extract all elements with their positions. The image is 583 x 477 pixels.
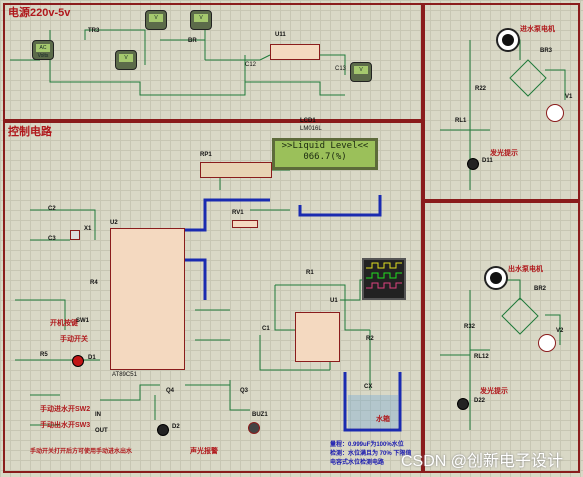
resistor-pack-rp1 [200,162,272,178]
inlet-pump-motor [496,28,520,52]
right-bottom-frame [423,201,580,473]
d22-label: D22 [474,398,486,404]
d2-label: D2 [172,424,180,430]
c2-label: C2 [48,206,56,212]
mcu-ref-label: U2 [110,220,118,226]
lcd-line-2: 066.7(%) [303,152,347,162]
alarm-note-label: 声光报警 [190,448,218,455]
v2-label: V2 [556,328,564,334]
r5-label: R5 [40,352,48,358]
led-d22 [457,398,469,410]
buz1-label: BUZ1 [252,412,268,418]
voltmeter-ac-left: AC Volts [32,40,54,60]
q3-label: Q3 [240,388,249,394]
potentiometer-rv1 [232,220,258,228]
timer-note-2: 检测：水位满且为 70% 下限值 [330,451,412,457]
rl1-label: RL1 [455,118,467,124]
mcu-part-label: AT89C51 [112,372,137,378]
u1-label: U1 [330,298,338,304]
v1-label: V1 [565,94,573,100]
rp1-label: RP1 [200,152,212,158]
voltmeter-top-3: V [115,50,137,70]
timer-u1 [295,312,340,362]
crystal-x1 [70,230,80,240]
cap-c13-label: C13 [335,66,347,72]
control-section-frame [3,121,423,473]
power-section-title: 电源220v-5v [8,7,71,19]
lcd-line-1: >>Liquid Level<< [281,141,369,151]
power-section-frame [3,3,423,121]
csdn-watermark: CSDN @创新电子设计 [400,453,563,470]
sw2-label: 手动进水开SW2 [40,406,91,413]
lcd-ref-label: LCD1 [300,118,316,124]
r1-label: R1 [306,270,314,276]
outlet-pump-motor [484,266,508,290]
lcd-display: >>Liquid Level<< 066.7(%) [272,138,378,170]
timer-description: 量程：0.999uF为100%水位 检测：水位满且为 70% 下限值 电容式水位… [330,441,411,468]
cap-c12-label: C12 [245,62,257,68]
sw1-label: SW1 [76,318,90,324]
right-top-frame [423,3,580,201]
timer-note-3: 电容式水位检测电路 [330,460,385,466]
r2-label: R2 [366,336,374,342]
br2-label: BR2 [534,286,547,292]
rv1-label: RV1 [232,210,244,216]
in-label: IN [95,412,101,418]
scope-trace [366,262,402,289]
out-label: OUT [95,428,108,434]
inlet-motor-label: 进水泵电机 [520,26,555,33]
tank-label: 水箱 [376,416,390,423]
regulator-label: U11 [275,32,286,38]
sw3-label: 手动出水开SW3 [40,422,91,429]
x1-label: X1 [84,226,92,232]
r32-label: R32 [464,324,476,330]
timer-note-1: 量程：0.999uF为100%水位 [330,442,404,448]
cx-label: CX [364,384,373,390]
ac-source-v2 [538,334,556,352]
transformer-label: TR3 [88,28,100,34]
bridge-label: BR [188,38,197,44]
br3-label: BR3 [540,48,553,54]
outlet-motor-label: 出水泵电机 [508,266,543,273]
q4-label: Q4 [166,388,175,394]
inlet-led-label: 发光提示 [490,150,518,157]
manual-note-label: 手动开关打开后方可使用手动进水出水 [30,449,133,455]
d1-label: D1 [88,355,96,361]
buzzer-buz1 [248,422,260,434]
voltmeter-right: V [350,62,372,82]
r4-label: R4 [90,280,98,286]
c3-label: C3 [48,236,56,242]
d11-label: D11 [482,158,493,164]
outlet-led-label: 发光提示 [480,388,508,395]
lcd-part-label: LM016L [300,126,322,132]
c1-label: C1 [262,326,270,332]
control-section-title: 控制电路 [8,126,52,138]
led-d2 [157,424,169,436]
mcu-chip [110,228,185,370]
manual-switch-label: 手动开关 [60,336,88,343]
voltmeter-top-2: V [190,10,212,30]
auto-button-label: 开机按键 [50,320,78,327]
bridge-br3-symbol [509,59,547,97]
voltmeter-top-1: V [145,10,167,30]
bridge-br2-symbol [501,297,539,335]
regulator-chip [270,44,320,60]
r22-label: R22 [475,86,487,92]
led-d1 [72,355,84,367]
oscilloscope [362,258,406,300]
led-d11 [467,158,479,170]
rl12-label: RL12 [474,354,489,360]
ac-source-v1 [546,104,564,122]
